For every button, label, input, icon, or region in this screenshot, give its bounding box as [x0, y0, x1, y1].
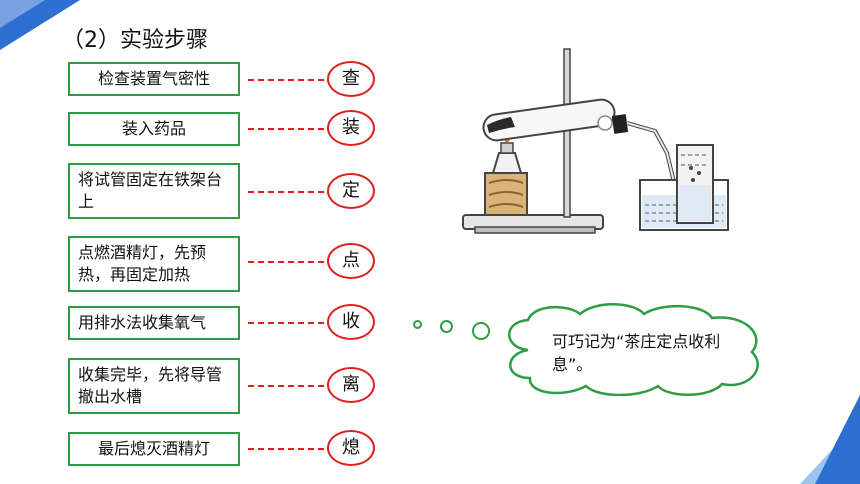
connector-1	[248, 79, 324, 81]
key-char-4: 点	[327, 243, 375, 279]
step-box-6: 收集完毕，先将导管撤出水槽	[68, 358, 240, 414]
step-box-5: 用排水法收集氧气	[68, 306, 240, 340]
mnemonic-text: 可巧记为“茶庄定点收利息”。	[552, 332, 721, 374]
oxygen-apparatus-illustration	[462, 48, 729, 234]
step-box-4: 点燃酒精灯，先预热，再固定加热	[68, 236, 240, 292]
key-char-7: 熄	[327, 430, 375, 466]
step-box-7: 最后熄灭酒精灯	[68, 432, 240, 466]
thought-dot-small	[413, 320, 422, 329]
connector-7	[248, 448, 324, 450]
page-title: （2）实验步骤	[62, 28, 208, 53]
thought-cloud	[508, 303, 759, 396]
thought-dot-medium	[440, 320, 453, 333]
connector-6	[248, 385, 324, 387]
top-left-triangle	[0, 0, 80, 50]
connector-4	[248, 261, 324, 263]
connector-3	[248, 191, 324, 193]
key-char-6: 离	[327, 367, 375, 403]
key-char-3: 定	[327, 173, 375, 209]
key-char-2: 装	[327, 110, 375, 146]
step-box-3: 将试管固定在铁架台上	[68, 163, 240, 219]
key-char-1: 查	[327, 61, 375, 97]
bottom-right-triangle	[815, 395, 860, 484]
step-box-2: 装入药品	[68, 112, 240, 146]
step-box-1: 检查装置气密性	[68, 62, 240, 96]
connector-5	[248, 322, 324, 324]
connector-2	[248, 128, 324, 130]
thought-dot-large	[472, 322, 490, 340]
key-char-5: 收	[327, 304, 375, 340]
